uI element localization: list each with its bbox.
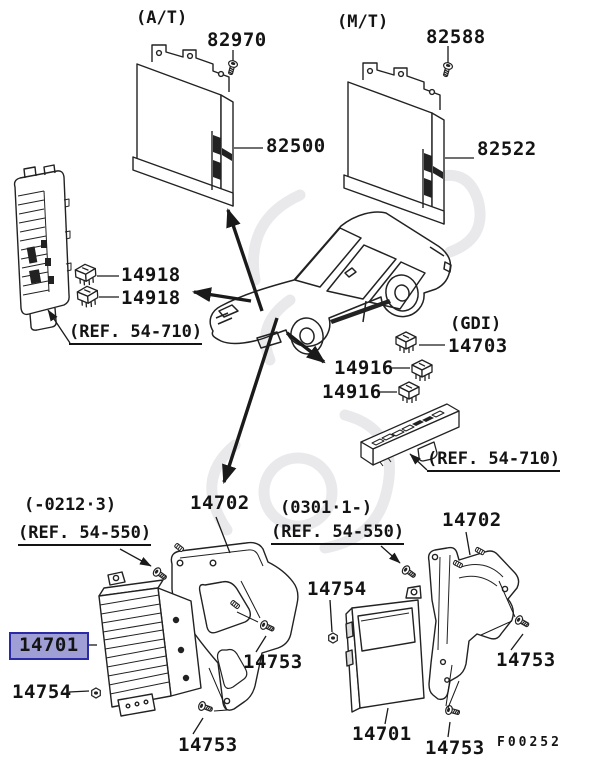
ecm-smooth-drawing [345,585,425,713]
relay-icon [411,359,433,382]
part-label-14702-left: 14702 [190,492,250,514]
part-label-14753-3: 14753 [496,649,556,671]
nut-icon [328,632,338,644]
bolt-icon [400,563,418,581]
bracket-left-drawing [170,541,299,711]
part-label-14701-right: 14701 [352,723,412,745]
variant-label-gdi: (GDI) [450,314,502,334]
bracket-right-drawing [427,546,520,701]
screw-icon [229,599,241,610]
part-label-14703: 14703 [448,335,508,357]
bolt-icon [225,59,239,77]
part-label-82500: 82500 [266,135,326,157]
part-label-14754-left: 14754 [12,681,72,703]
part-label-14916-1: 14916 [334,357,394,379]
date-range-label-early: (-0212·3) [24,495,117,515]
relay-icon [76,284,100,309]
bolt-icon [151,565,169,583]
relay-bank-drawing [360,403,460,467]
watermark [206,169,486,554]
part-label-14918-1: 14918 [121,264,181,286]
car-drawing [209,211,452,355]
bolt-icon [440,61,454,79]
ecu-at-drawing [132,44,234,207]
relay-icon [395,331,417,354]
ref-label-54-550-left: (REF. 54-550) [18,525,152,546]
date-range-label-late: (0301·1-) [280,498,373,518]
variant-label-at: (A/T) [136,8,188,28]
bolt-icon [444,704,462,718]
screw-icon [452,559,464,569]
part-label-14754-right: 14754 [307,578,367,600]
ref-label-54-710-left: (REF. 54-710) [69,324,203,345]
part-label-14916-2: 14916 [322,381,382,403]
ecu-mt-drawing [343,62,445,225]
part-label-82522: 82522 [477,138,537,160]
fuse-box-drawing [13,164,72,331]
bolt-icon [196,700,215,715]
part-label-14918-2: 14918 [121,287,181,309]
ref-label-54-710-right: (REF. 54-710) [427,451,561,472]
bolt-icon [513,613,532,630]
locator-arrows [191,208,326,484]
pointer-arrows [47,309,428,567]
bolt-icon [258,618,277,635]
part-14701-highlight[interactable]: 14701 [9,632,89,660]
screw-icon [173,542,185,553]
ecm-finned-drawing [98,571,202,717]
part-label-82970: 82970 [207,29,267,51]
variant-label-mt: (M/T) [337,12,389,32]
part-label-14753-4: 14753 [425,737,485,759]
leader-lines [68,46,524,738]
relay-icon [74,262,98,287]
relay-icon [398,381,420,404]
ref-label-54-550-right: (REF. 54-550) [271,524,405,545]
part-label-82588: 82588 [426,26,486,48]
part-label-14753-2: 14753 [178,734,238,756]
part-label-14753-1: 14753 [243,651,303,673]
figure-code: F00252 [497,735,562,750]
part-label-14702-right: 14702 [442,509,502,531]
nut-icon [91,687,101,699]
